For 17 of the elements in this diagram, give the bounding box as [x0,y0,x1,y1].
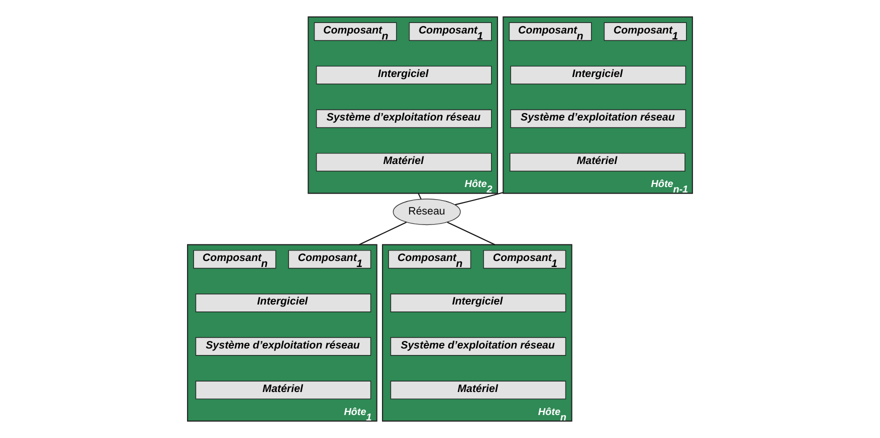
node-box: Système d’exploitation réseau [195,337,372,356]
node-box: Matériel [510,152,686,172]
node-box: Matériel [390,380,566,400]
node-box: Matériel [195,380,372,400]
node-ellipse: Réseau [392,198,461,226]
connector [358,222,407,246]
connector [447,222,496,246]
node-box: Intergiciel [390,294,566,312]
node-box: Intergiciel [316,66,492,84]
node-box: Matériel [316,152,492,172]
node-box: Système d’exploitation réseau [316,109,492,128]
connector [418,193,422,200]
connector [455,192,504,206]
node-box: Système d’exploitation réseau [510,109,686,128]
node-box: Système d’exploitation réseau [390,337,566,356]
node-box: Intergiciel [510,66,686,84]
node-box: Intergiciel [195,294,372,312]
